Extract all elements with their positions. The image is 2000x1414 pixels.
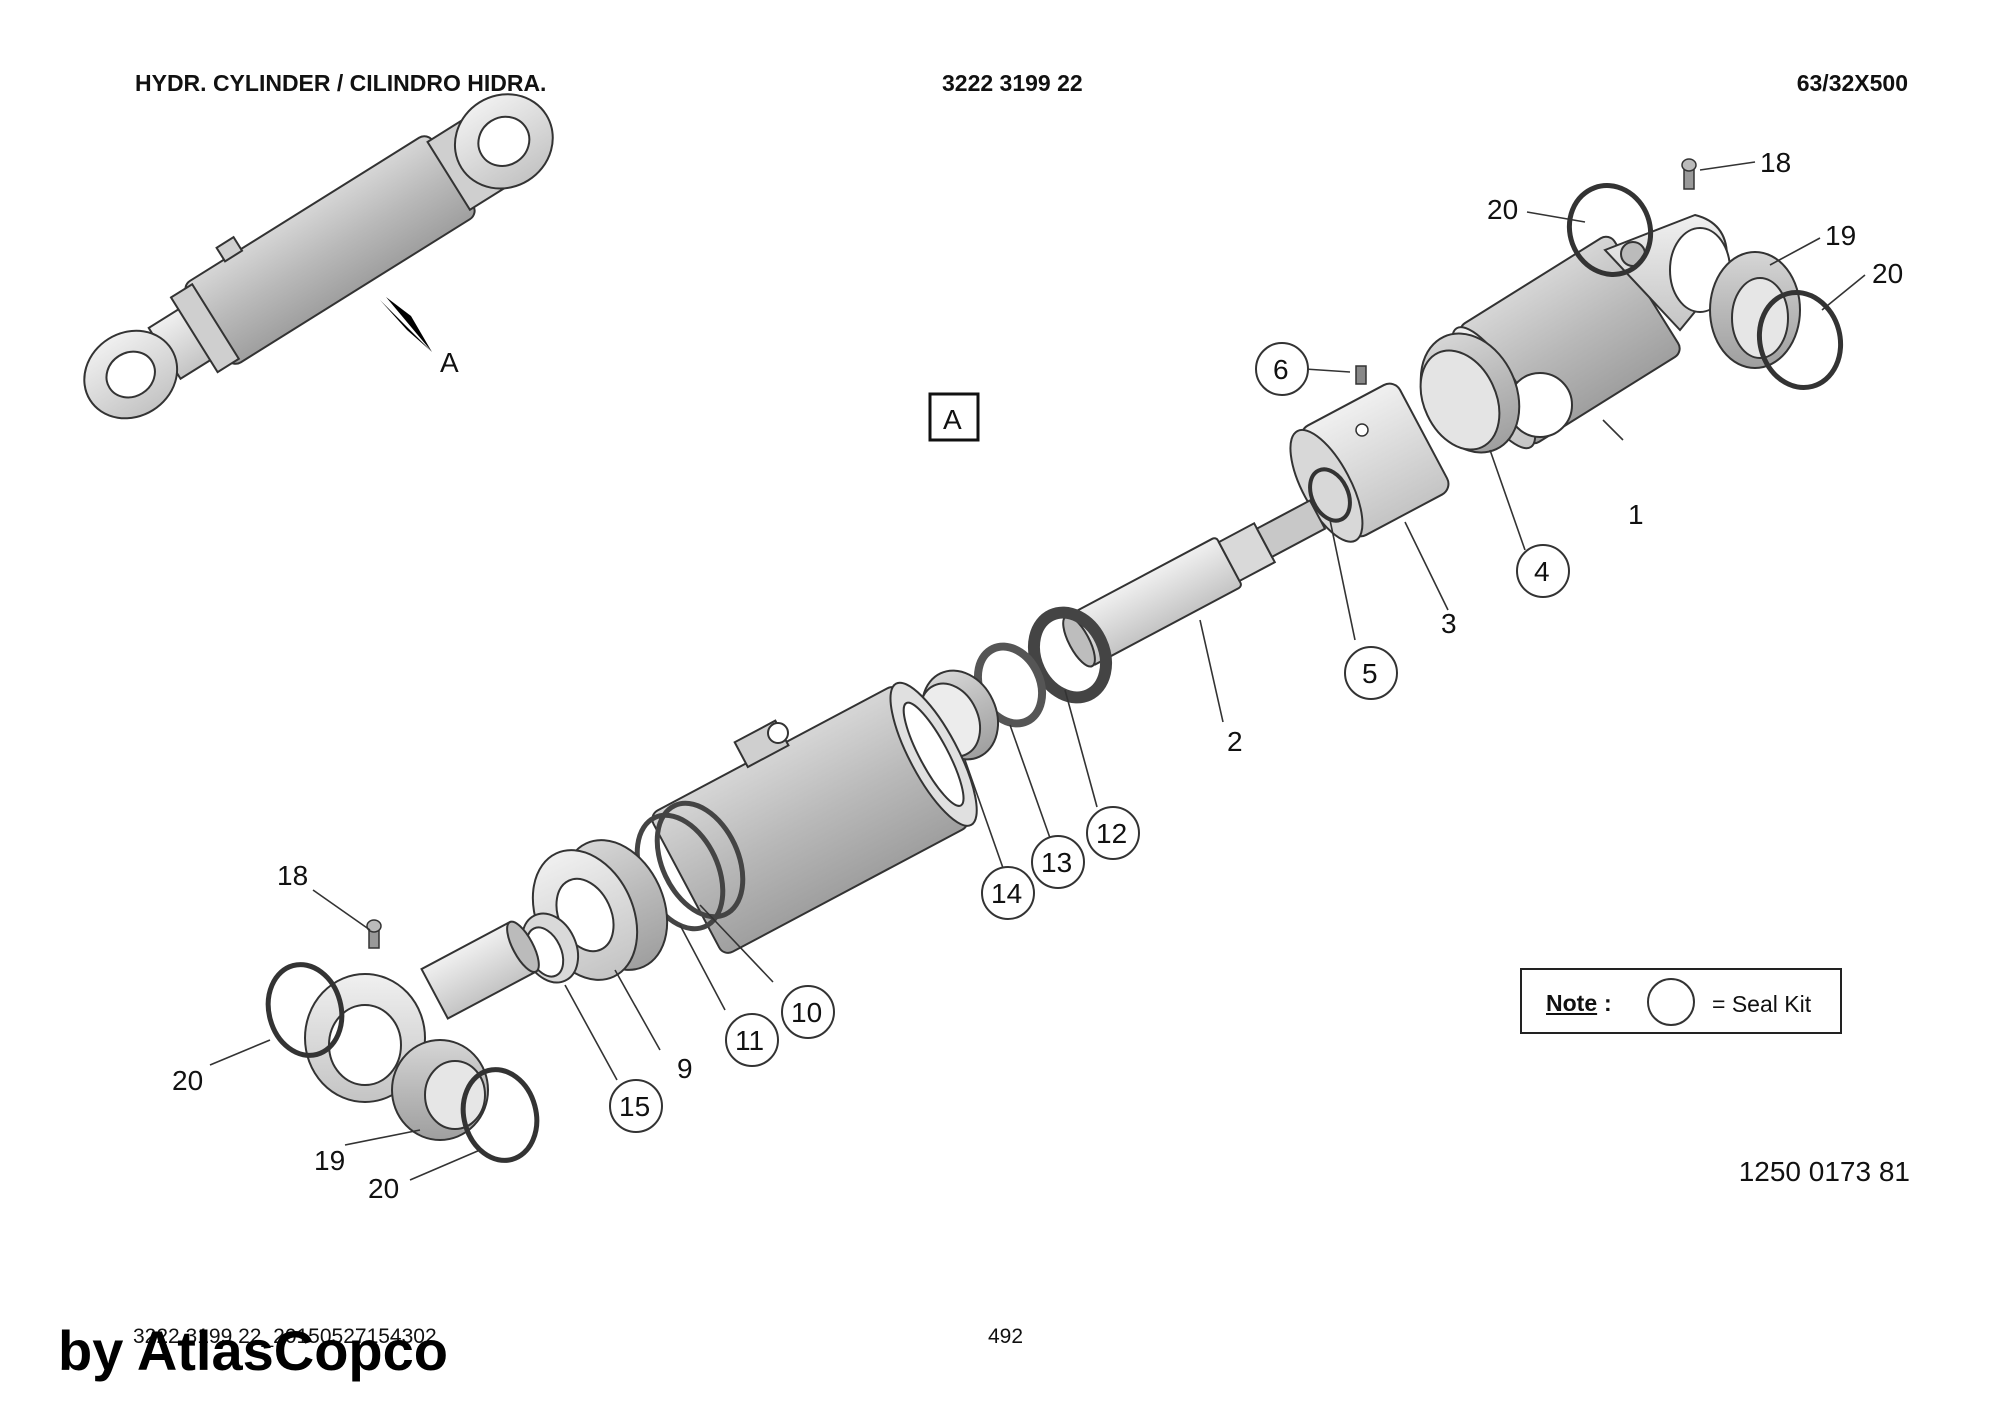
part-3-piston xyxy=(1289,382,1450,543)
part-5-o-ring xyxy=(1308,467,1352,523)
callout-2: 2 xyxy=(1227,726,1243,757)
callout-15: 15 xyxy=(619,1091,650,1122)
callout-11: 11 xyxy=(735,1025,764,1056)
view-arrow xyxy=(386,297,432,352)
callout-13: 13 xyxy=(1041,847,1072,878)
drawing-part-number: 1250 0173 81 xyxy=(1738,1156,1910,1187)
callout-20-right-a: 20 xyxy=(1487,194,1518,225)
model-number: 3222 3199 22 xyxy=(942,70,1083,96)
part-4-piston-seal xyxy=(1419,332,1521,454)
part-19-bushing-left xyxy=(391,1039,489,1141)
view-a-label: A xyxy=(943,404,962,435)
callout-4: 4 xyxy=(1534,556,1550,587)
part-20-circlip-right-a xyxy=(1566,183,1654,277)
callout-20-left-b: 20 xyxy=(368,1173,399,1204)
callout-14: 14 xyxy=(991,878,1022,909)
part-20-circlip-left-b xyxy=(460,1067,540,1163)
part-2-piston-rod xyxy=(1062,499,1327,668)
brand-watermark: by AtlasCopco xyxy=(58,1319,448,1382)
assembled-cylinder-overview: A xyxy=(83,93,554,420)
callout-18-left: 18 xyxy=(277,860,308,891)
part-6-set-screw xyxy=(1355,365,1367,385)
view-arrow-label: A xyxy=(440,347,459,378)
part-20-circlip-left-a xyxy=(265,962,345,1058)
note-label: Note xyxy=(1546,990,1598,1016)
callout-19-left: 19 xyxy=(314,1145,345,1176)
part-20-circlip-right-b xyxy=(1756,289,1844,391)
seal-kit-note: Note : = Seal Kit xyxy=(1520,968,1842,1034)
file-reference: 3222 3199 22_20150527154302 xyxy=(133,1325,437,1348)
note-colon: : xyxy=(1604,990,1612,1016)
part-18-grease-nipple-right xyxy=(1681,158,1697,190)
callout-18-right: 18 xyxy=(1760,147,1791,178)
callout-12: 12 xyxy=(1096,818,1127,849)
seal-kit-circles xyxy=(609,342,1570,1133)
callout-5: 5 xyxy=(1362,658,1378,689)
note-circle-symbol xyxy=(1647,978,1695,1026)
callout-1: 1 xyxy=(1628,499,1644,530)
note-meaning: = Seal Kit xyxy=(1712,991,1812,1017)
callout-10: 10 xyxy=(791,997,822,1028)
view-a-box xyxy=(928,392,980,442)
cylinder-tube xyxy=(651,681,978,954)
callout-9: 9 xyxy=(677,1053,693,1084)
callout-19-right: 19 xyxy=(1825,220,1856,251)
part-18-grease-nipple-left xyxy=(366,919,382,949)
page-number: 492 xyxy=(988,1325,1024,1348)
document-title: HYDR. CYLINDER / CILINDRO HIDRA. xyxy=(135,70,547,96)
cylinder-size: 63/32X500 xyxy=(1796,70,1908,96)
callout-6: 6 xyxy=(1273,354,1289,385)
callout-20-left-a: 20 xyxy=(172,1065,203,1096)
callout-3: 3 xyxy=(1441,608,1457,639)
leader-lines xyxy=(209,161,1866,1181)
part-19-bushing-right xyxy=(1709,251,1801,369)
callout-20-right-b: 20 xyxy=(1872,258,1903,289)
part-10-o-ring xyxy=(654,800,746,920)
